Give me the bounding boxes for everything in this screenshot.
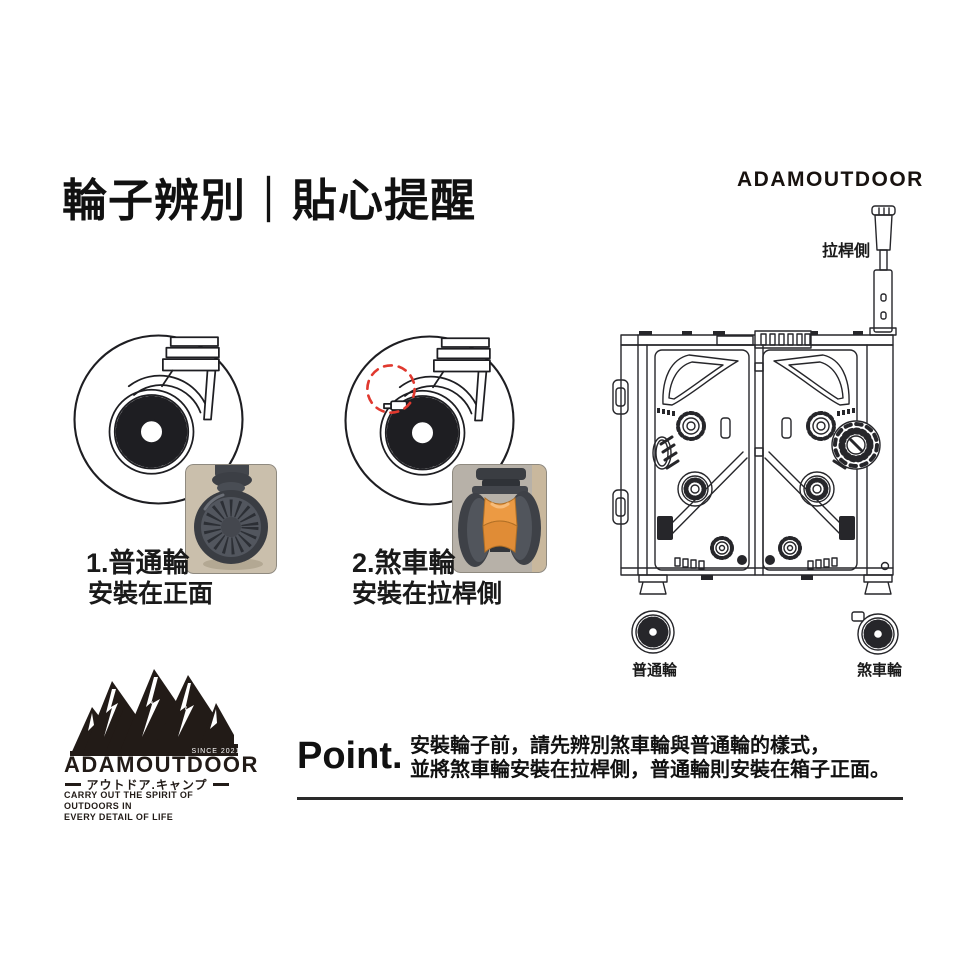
logo-subtitle-jp: アウトドア.キャンプ — [86, 778, 208, 792]
handle-side-label: 拉桿側 — [822, 243, 871, 260]
callout2-subtitle: 安裝在拉桿側 — [352, 580, 503, 608]
cart-brake-wheel-icon — [851, 574, 899, 655]
cart-side-latches — [612, 379, 672, 525]
logo-dash-right — [213, 783, 230, 786]
callout1-title: 1.普通輪 — [86, 548, 190, 578]
logo-subtitle-row: アウトドア.キャンプ — [64, 776, 230, 793]
point-text: 安裝輪子前，請先辨別煞車輪與普通輪的樣式， 並將煞車輪安裝在拉桿側，普通輪則安裝… — [410, 734, 890, 782]
brand-wordmark: ADAMOUTDOOR — [737, 168, 924, 191]
red-highlight-circle — [366, 364, 416, 414]
logo-tagline: CARRY OUT THE SPIRIT OF OUTDOORS IN EVER… — [64, 790, 244, 823]
brake-wheel-label: 煞車輪 — [857, 662, 903, 679]
cart-door-panel — [654, 349, 750, 571]
cart-diagram — [612, 205, 899, 655]
normal-wheel-label: 普通輪 — [632, 662, 678, 679]
point-text-line1: 安裝輪子前，請先辨別煞車輪與普通輪的樣式， — [410, 735, 830, 757]
logo-wordmark: ADAMOUTDOOR — [64, 752, 259, 777]
point-text-line2: 並將煞車輪安裝在拉桿側，普通輪則安裝在箱子正面。 — [410, 759, 890, 781]
brake-wheel-photo — [452, 464, 547, 573]
mountain-logo-icon: SINCE 2021 — [70, 669, 238, 756]
logo-tagline-line2: EVERY DETAIL OF LIFE — [64, 812, 174, 822]
since-badge: SINCE 2021 — [192, 748, 238, 755]
footer-divider — [297, 797, 903, 800]
normal-wheel-photo — [185, 464, 277, 574]
orange-brake-pedal — [482, 496, 518, 554]
cart-normal-wheel-icon — [631, 574, 675, 654]
logo-dash-left — [64, 783, 81, 786]
point-label: Point. — [297, 735, 403, 777]
cart-handle-icon — [869, 205, 897, 336]
normal-wheel-closeup-circle — [73, 334, 244, 505]
page-title: 輪子辨別｜貼心提醒 — [62, 175, 477, 226]
callout2-title: 2.煞車輪 — [352, 548, 456, 578]
cart-lid — [620, 330, 894, 349]
callout1-subtitle: 安裝在正面 — [88, 580, 214, 608]
cart-side-knob — [831, 420, 881, 470]
brake-lever-detail — [383, 400, 408, 411]
logo-tagline-line1: CARRY OUT THE SPIRIT OF OUTDOORS IN — [64, 790, 194, 811]
brake-wheel-closeup-circle — [344, 335, 515, 506]
